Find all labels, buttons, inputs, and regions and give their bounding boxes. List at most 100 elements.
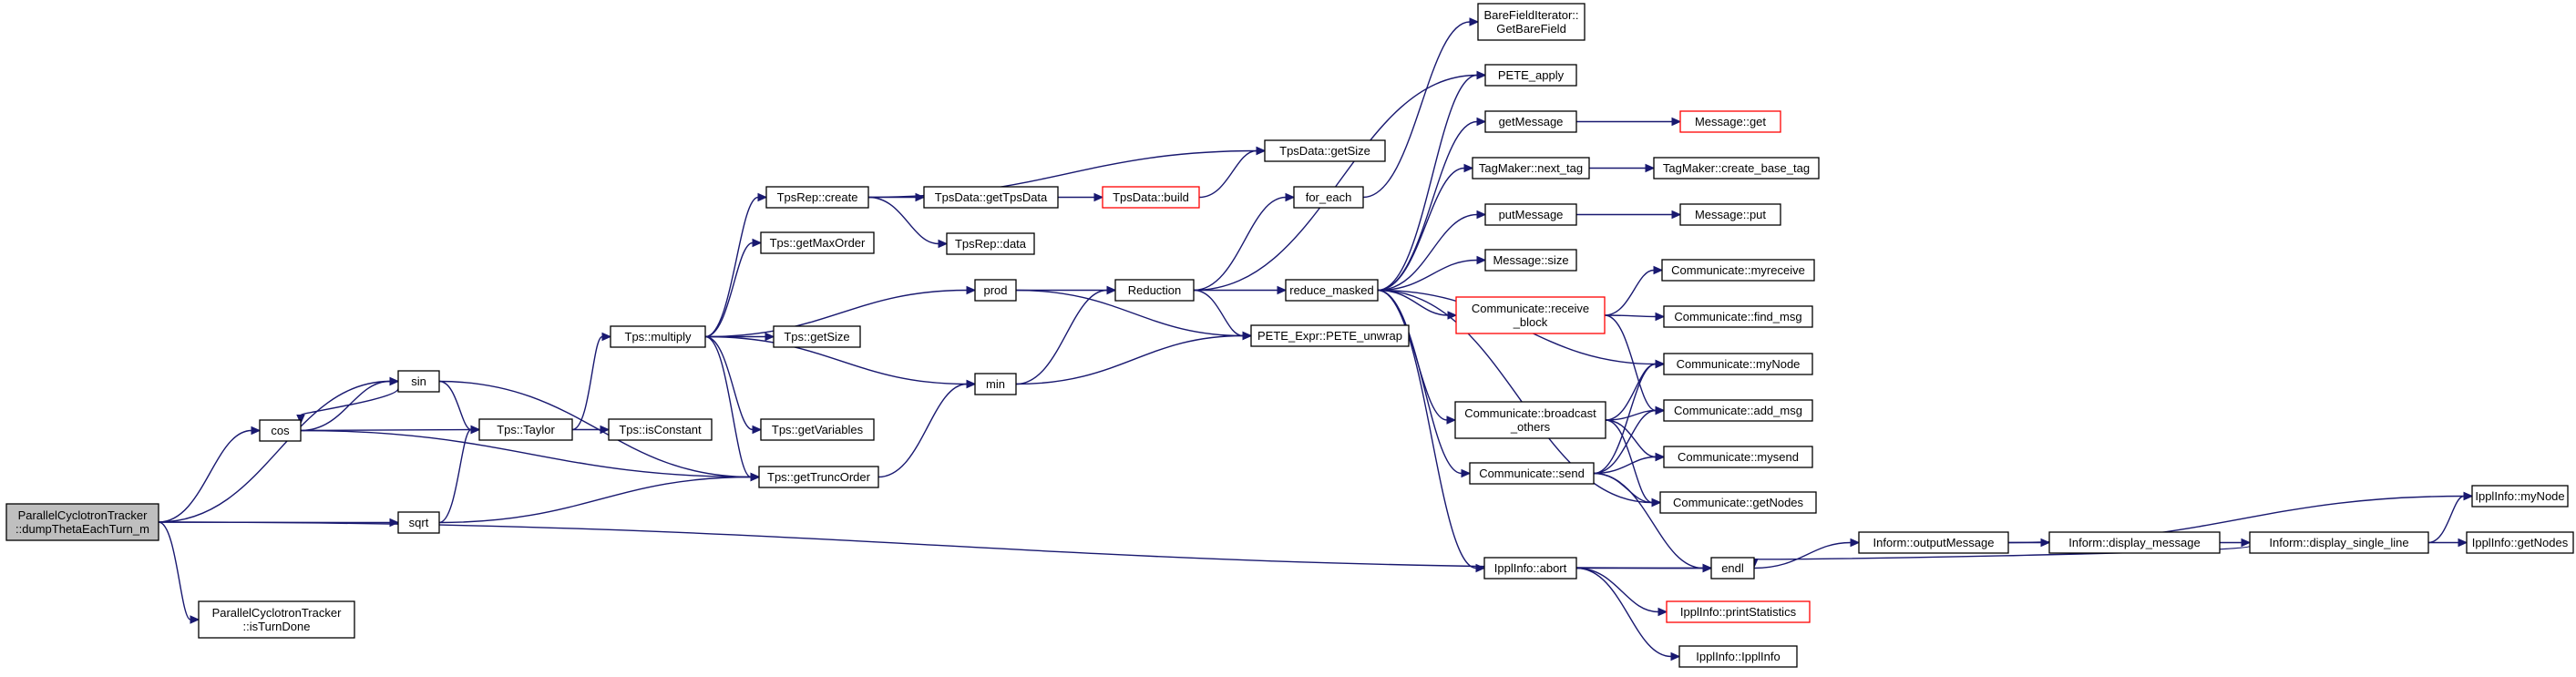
node-peteUnwrap[interactable]: PETE_Expr::PETE_unwrap [1250,324,1410,347]
arrowhead [1256,146,1267,156]
node-getVariables[interactable]: Tps::getVariables [760,418,875,441]
node-box [974,279,1017,302]
node-tpsdataGetSize[interactable]: TpsData::getSize [1264,139,1386,162]
node-getTpsData[interactable]: TpsData::getTpsData [923,186,1059,209]
node-getBareField[interactable]: BareFieldIterator::GetBareField [1477,3,1586,41]
node-messageSize[interactable]: Message::size [1484,249,1577,272]
arrowhead [1671,210,1682,220]
node-commGetNodes[interactable]: Communicate::getNodes [1659,491,1817,514]
node-box [397,511,440,534]
node-sqrt[interactable]: sqrt [397,511,440,534]
arrowhead [1447,311,1458,320]
node-tpsdataBuild[interactable]: TpsData::build [1102,186,1200,209]
node-outputMessage[interactable]: Inform::outputMessage [1858,531,2009,554]
node-box [1484,110,1577,133]
node-ipplGetNodes[interactable]: IpplInfo::getNodes [2466,531,2574,554]
arrowhead [1093,192,1104,202]
node-label: Inform::outputMessage [1873,536,1995,549]
node-root[interactable]: ParallelCyclotronTracker::dumpThetaEachT… [5,503,159,541]
node-forEach[interactable]: for_each [1293,186,1364,209]
edge-ipplAbort-to-ipplInfoCtor [1575,567,1672,658]
node-createBaseTag[interactable]: TagMaker::create_base_tag [1653,157,1820,180]
node-prod[interactable]: prod [974,279,1017,302]
node-messagePut[interactable]: Message::put [1679,203,1781,226]
node-isConstant[interactable]: Tps::isConstant [608,418,713,441]
node-mysend[interactable]: Communicate::mysend [1663,446,1813,468]
node-label: Message::get [1695,115,1766,128]
node-tpsrepCreate[interactable]: TpsRep::create [765,186,869,209]
arrowhead [1645,163,1656,173]
edge-displaySingleLine-to-endl [1753,545,2251,560]
node-reduction[interactable]: Reduction [1114,279,1195,302]
node-box [1264,139,1386,162]
edge-receiveBlock-to-findMsg [1604,314,1657,318]
node-label: endl [1721,561,1744,575]
arrowhead [251,426,262,436]
node-cos[interactable]: cos [259,419,302,442]
node-getTruncOrder[interactable]: Tps::getTruncOrder [758,466,879,488]
arrowhead [2463,491,2474,501]
node-tpsGetSize[interactable]: Tps::getSize [773,325,861,348]
node-reduceMasked[interactable]: reduce_masked [1285,279,1379,302]
node-isTurnDone[interactable]: ParallelCyclotronTracker::isTurnDone [198,600,355,639]
node-box [760,418,875,441]
edge-reduceMasked-to-ipplAbort [1377,289,1477,569]
node-box [1666,600,1811,623]
node-label: getMessage [1499,115,1564,128]
node-peteApply[interactable]: PETE_apply [1484,64,1577,87]
node-myreceive[interactable]: Communicate::myreceive [1661,259,1815,282]
arrowhead [1476,210,1487,220]
node-taylor[interactable]: Tps::Taylor [478,418,573,441]
node-box [765,186,869,209]
node-label: _block [1513,315,1548,329]
node-displayMessage[interactable]: Inform::display_message [2048,531,2221,554]
node-ipplAbort[interactable]: IpplInfo::abort [1483,557,1577,580]
node-label: Inform::display_message [2068,536,2201,549]
arrowhead [1446,415,1457,425]
edge-sin-to-taylor [438,380,472,431]
node-label: ::isTurnDone [243,620,311,633]
node-receiveBlock[interactable]: Communicate::receive_block [1455,296,1606,334]
arrowhead [1277,285,1288,295]
node-printStatistics[interactable]: IpplInfo::printStatistics [1666,600,1811,623]
edge-commSend-to-mysend [1593,456,1657,475]
node-min[interactable]: min [974,373,1017,395]
node-addMsg[interactable]: Communicate::add_msg [1663,399,1813,422]
arrowhead [1469,17,1480,26]
arrowhead [752,425,763,435]
arrowhead [601,332,612,342]
node-messageGet[interactable]: Message::get [1679,110,1781,133]
arrowhead [938,239,949,249]
node-broadcastOthers[interactable]: Communicate::broadcast_others [1454,401,1606,439]
node-getMaxOrder[interactable]: Tps::getMaxOrder [760,231,875,254]
node-label: Communicate::getNodes [1673,496,1804,509]
node-putMessage[interactable]: putMessage [1484,203,1577,226]
node-displaySingleLine[interactable]: Inform::display_single_line [2249,531,2429,554]
edge-endl-to-outputMessage [1753,541,1852,569]
node-label: PETE_apply [1498,68,1565,82]
arrowhead [966,379,977,389]
edge-root-to-sin [158,380,391,523]
node-box [397,370,440,393]
node-multiply[interactable]: Tps::multiply [610,325,706,348]
node-commSend[interactable]: Communicate::send [1469,462,1595,485]
edge-reduceMasked-to-nextTag [1377,167,1465,292]
node-box [1472,157,1590,180]
edge-broadcastOthers-to-mysend [1605,419,1657,458]
node-ipplMyNode[interactable]: IpplInfo::myNode [2471,485,2569,508]
node-box [2471,485,2569,508]
node-endl[interactable]: endl [1710,557,1755,580]
node-box [1653,157,1820,180]
node-ipplInfoCtor[interactable]: IpplInfo::IpplInfo [1678,645,1798,668]
node-findMsg[interactable]: Communicate::find_msg [1663,305,1813,328]
edge-ipplAbort-to-printStatistics [1575,567,1659,613]
node-commMyNode[interactable]: Communicate::myNode [1663,353,1813,375]
node-label: TpsRep::create [777,190,858,204]
node-tpsrepData[interactable]: TpsRep::data [946,232,1035,255]
arrowhead [1655,405,1666,415]
node-label: Communicate::add_msg [1674,404,1802,417]
node-getMessage[interactable]: getMessage [1484,110,1577,133]
node-nextTag[interactable]: TagMaker::next_tag [1472,157,1590,180]
node-box [1102,186,1200,209]
node-sin[interactable]: sin [397,370,440,393]
